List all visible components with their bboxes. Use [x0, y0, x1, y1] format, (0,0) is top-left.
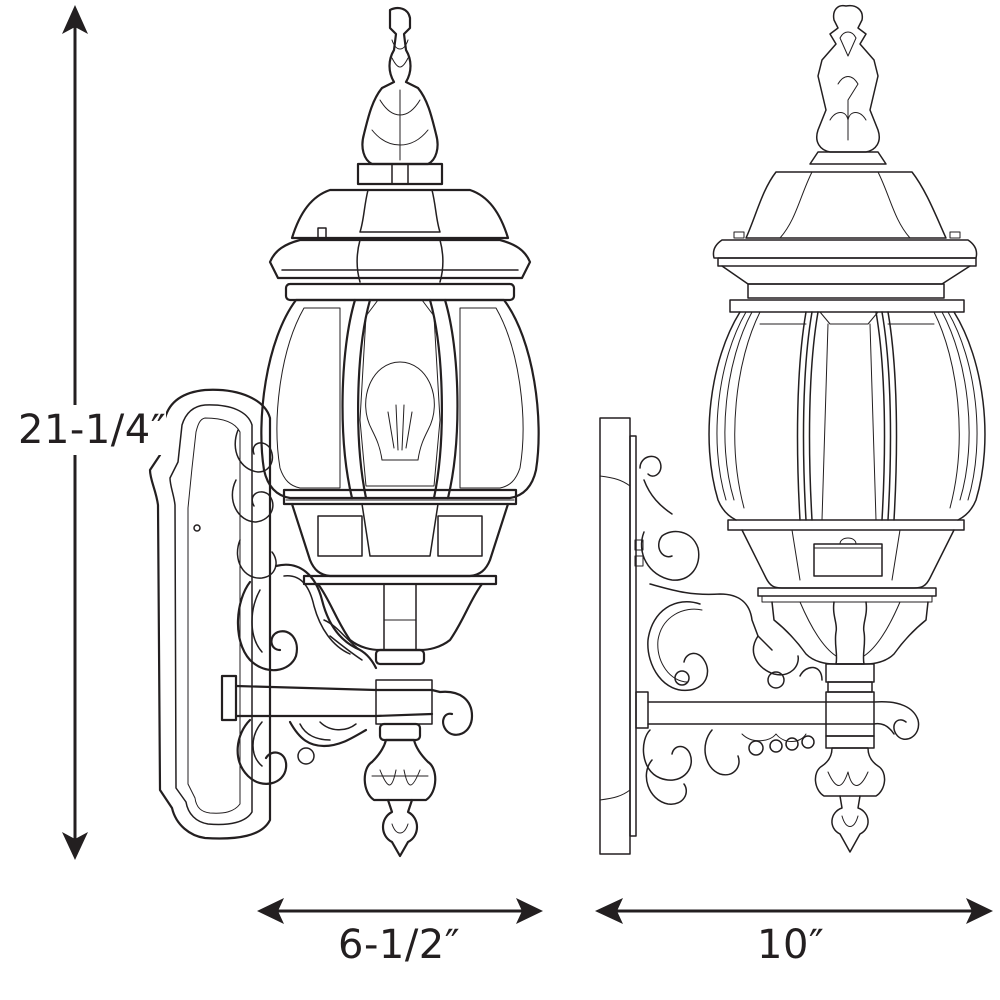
- side-wall-plate: [599, 417, 644, 855]
- side-scroll-bracket: [635, 455, 920, 805]
- side-lantern-base: [727, 519, 965, 693]
- side-view-lantern: [599, 4, 986, 855]
- side-lantern-roof: [712, 171, 978, 313]
- light-bulb-icon: [365, 361, 435, 461]
- arrowhead-left-icon: [595, 898, 623, 924]
- backplate-width-dimension-arrow: [257, 898, 543, 924]
- top-finial: [356, 7, 444, 186]
- extension-dimension-arrow: [595, 898, 993, 924]
- lantern-base: [282, 488, 518, 666]
- arrowhead-up-icon: [62, 5, 88, 34]
- side-lantern-globe: [708, 311, 986, 521]
- backplate-width-dimension-label: 6-1/2″: [338, 922, 461, 968]
- extension-dimension-label: 10″: [757, 922, 825, 968]
- height-dimension-label: 21-1/4″: [18, 405, 167, 455]
- scroll-arm: [220, 429, 474, 785]
- arrowhead-left-icon: [257, 898, 284, 924]
- arrowhead-right-icon: [966, 898, 993, 924]
- arrowhead-right-icon: [516, 898, 543, 924]
- side-top-finial: [809, 4, 887, 165]
- arrowhead-down-icon: [62, 832, 88, 860]
- lantern-globe: [260, 298, 540, 500]
- bottom-finial: [363, 722, 437, 858]
- front-view-lantern: [148, 7, 540, 858]
- side-bottom-finial: [814, 735, 886, 853]
- lantern-roof: [268, 188, 532, 302]
